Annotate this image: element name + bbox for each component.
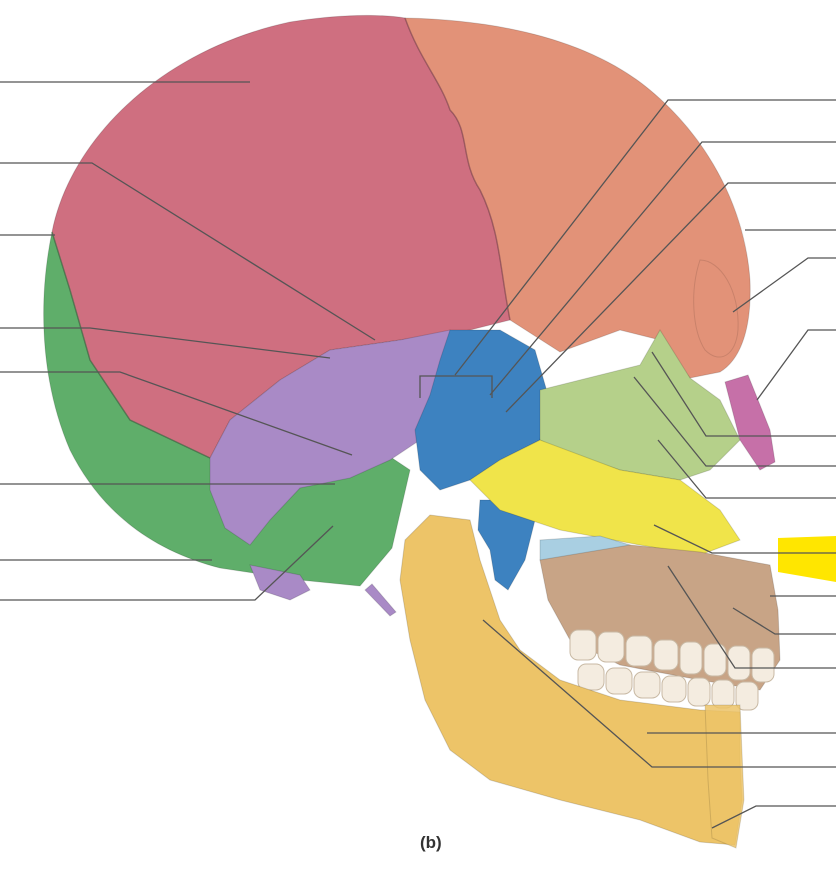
- leader-line-right-15: [482, 619, 836, 768]
- lower-teeth: [577, 663, 759, 711]
- leader-line-right-9: [657, 439, 836, 499]
- leader-line-right-12: [732, 607, 836, 635]
- frontal-sinus: [693, 259, 739, 358]
- lambdoid-suture: [51, 231, 211, 459]
- leader-line-right-5: [732, 257, 836, 313]
- leader-line-right-1: [454, 99, 836, 376]
- leader-line-right-13: [667, 565, 836, 669]
- leader-lines: [0, 81, 836, 829]
- temporal-bone: [209, 329, 471, 546]
- styloid-process: [364, 583, 397, 617]
- leader-line-left-2: [0, 162, 376, 341]
- leader-line-left-8: [0, 525, 334, 601]
- sella-turcica-bracket: [419, 375, 493, 398]
- occipital-bone: [43, 231, 411, 587]
- nasal-bone: [724, 374, 776, 471]
- highlight-tab: [778, 536, 836, 582]
- leader-line-right-6: [756, 329, 836, 401]
- leader-line-right-10: [653, 524, 836, 554]
- leader-line-right-8: [633, 376, 836, 467]
- mental-symphysis: [704, 704, 745, 849]
- vomer-bone: [469, 439, 741, 556]
- leader-line-right-7: [651, 351, 836, 437]
- leader-line-left-4: [0, 327, 331, 359]
- figure-caption: (b): [420, 833, 442, 852]
- leader-line-right-2: [489, 141, 836, 396]
- leader-line-right-16: [711, 805, 836, 829]
- coronal-suture: [404, 17, 511, 321]
- upper-teeth: [569, 629, 775, 683]
- leader-line-right-3: [505, 182, 836, 413]
- leader-line-left-5: [0, 371, 353, 456]
